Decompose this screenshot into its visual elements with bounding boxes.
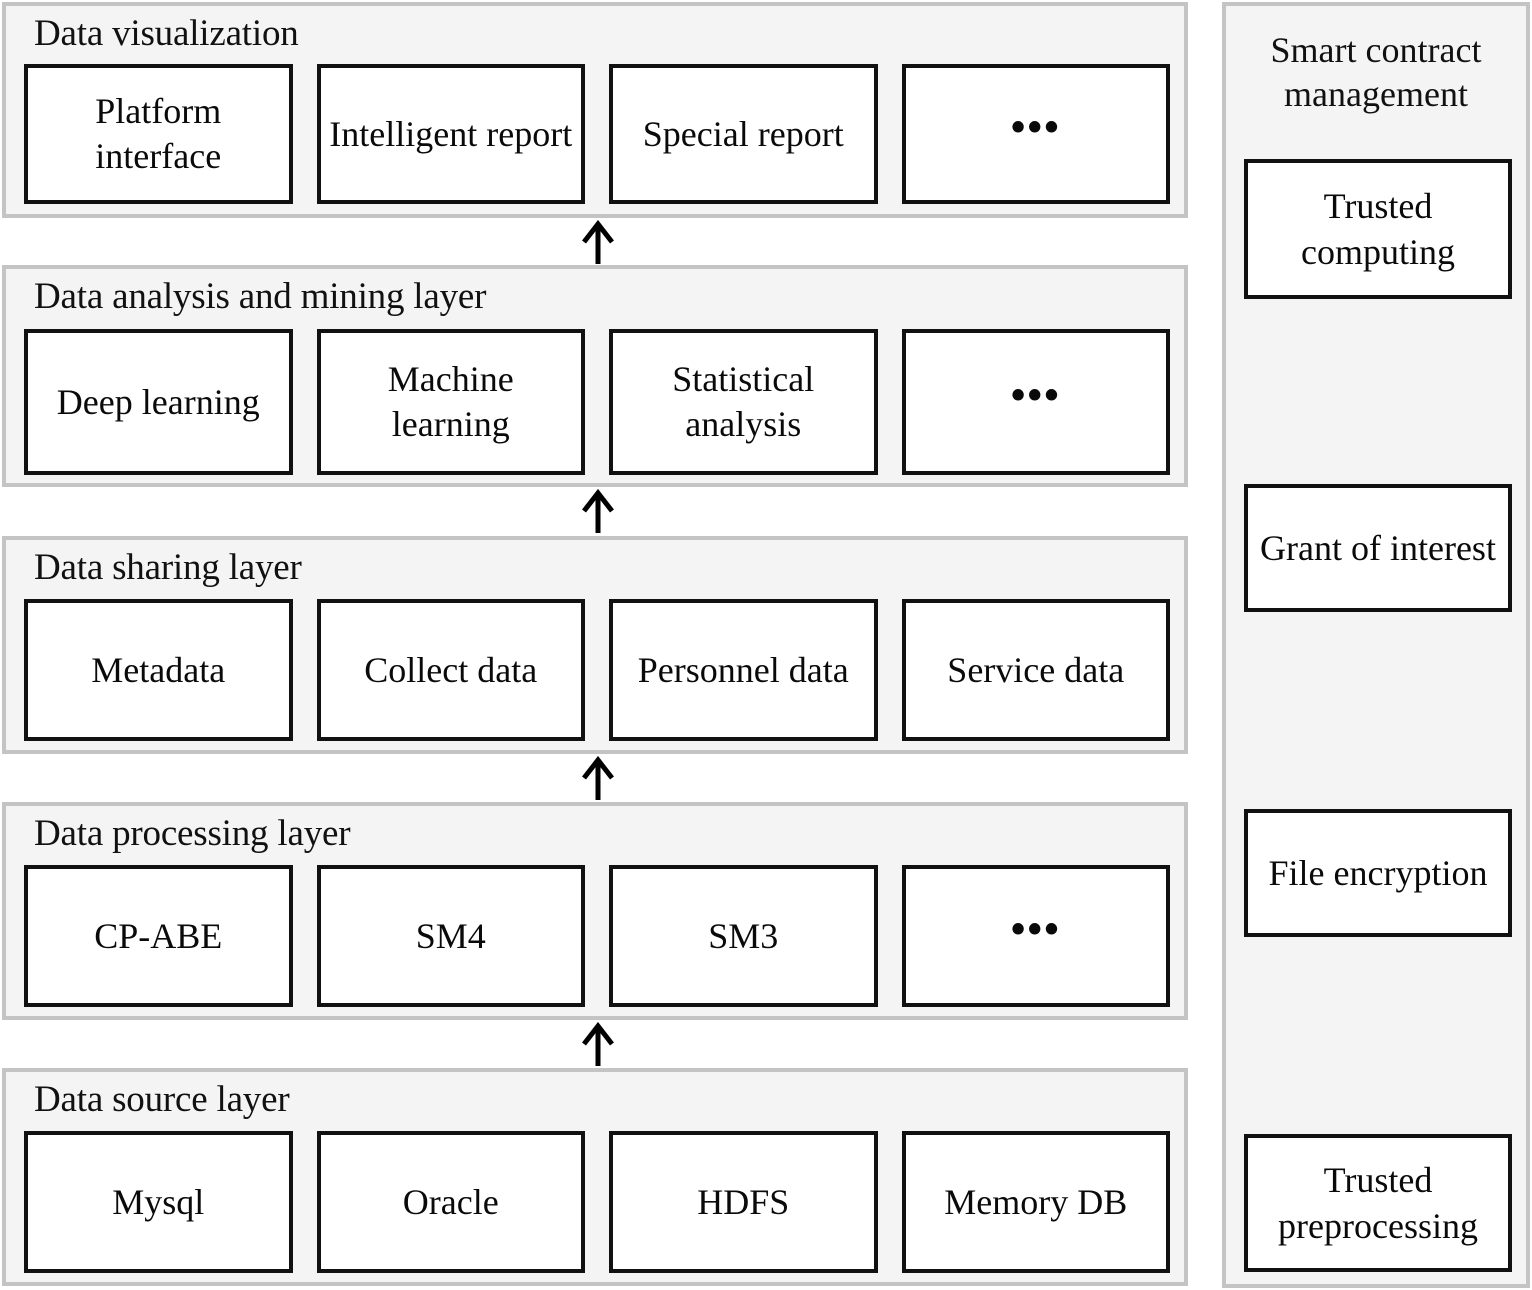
node-box-oracle[interactable]: Oracle [316,1131,585,1273]
node-box-cp-abe[interactable]: CP-ABE [24,865,293,1007]
layer-boxes-row: Mysql Oracle HDFS Memory DB [24,1131,1170,1273]
smart-contract-management-panel: Smart contract management Trusted comput… [1222,2,1530,1288]
arrow-analysis-to-visualization [578,220,618,264]
layer-panel-data-analysis-and-mining-layer: Data analysis and mining layer Deep lear… [2,265,1188,487]
node-box-memory-db[interactable]: Memory DB [901,1131,1170,1273]
layer-panel-data-sharing-layer: Data sharing layer Metadata Collect data… [2,536,1188,754]
layer-boxes-row: Platform interface Intelligent report Sp… [24,64,1170,204]
node-box-more-ellipsis[interactable]: ••• [901,329,1170,475]
layer-boxes-row: Deep learning Machine learning Statistic… [24,329,1170,475]
smart-contract-management-title: Smart contract management [1270,30,1482,114]
node-box-more-ellipsis[interactable]: ••• [901,64,1170,204]
layer-boxes-row: Metadata Collect data Personnel data Ser… [24,599,1170,741]
side-box-file-encryption[interactable]: File encryption [1244,809,1512,937]
node-box-special-report[interactable]: Special report [609,64,878,204]
node-box-metadata[interactable]: Metadata [24,599,293,741]
node-box-service-data[interactable]: Service data [901,599,1170,741]
node-box-personnel-data[interactable]: Personnel data [609,599,878,741]
node-box-intelligent-report[interactable]: Intelligent report [316,64,585,204]
side-box-trusted-preprocessing[interactable]: Trusted preprocessing [1244,1134,1512,1272]
arrow-sharing-to-analysis [578,489,618,533]
layer-title: Data visualization [34,13,299,54]
node-box-sm3[interactable]: SM3 [609,865,878,1007]
layer-title: Data processing layer [34,813,351,854]
node-box-deep-learning[interactable]: Deep learning [24,329,293,475]
layer-panel-data-visualization: Data visualization Platform interface In… [2,2,1188,218]
node-box-statistical-analysis[interactable]: Statistical analysis [609,329,878,475]
layer-boxes-row: CP-ABE SM4 SM3 ••• [24,865,1170,1007]
layer-title: Data source layer [34,1079,290,1120]
layer-title: Data analysis and mining layer [34,276,487,317]
node-box-sm4[interactable]: SM4 [316,865,585,1007]
node-box-platform-interface[interactable]: Platform interface [24,64,293,204]
node-box-machine-learning[interactable]: Machine learning [316,329,585,475]
layer-panel-data-processing-layer: Data processing layer CP-ABE SM4 SM3 ••• [2,802,1188,1020]
side-box-trusted-computing[interactable]: Trusted computing [1244,159,1512,299]
node-box-mysql[interactable]: Mysql [24,1131,293,1273]
arrow-processing-to-sharing [578,756,618,800]
arrow-source-to-processing [578,1022,618,1066]
node-box-collect-data[interactable]: Collect data [316,599,585,741]
layer-title: Data sharing layer [34,547,302,588]
node-box-more-ellipsis[interactable]: ••• [901,865,1170,1007]
node-box-hdfs[interactable]: HDFS [609,1131,878,1273]
layer-panel-data-source-layer: Data source layer Mysql Oracle HDFS Memo… [2,1068,1188,1286]
side-box-grant-of-interest[interactable]: Grant of interest [1244,484,1512,612]
